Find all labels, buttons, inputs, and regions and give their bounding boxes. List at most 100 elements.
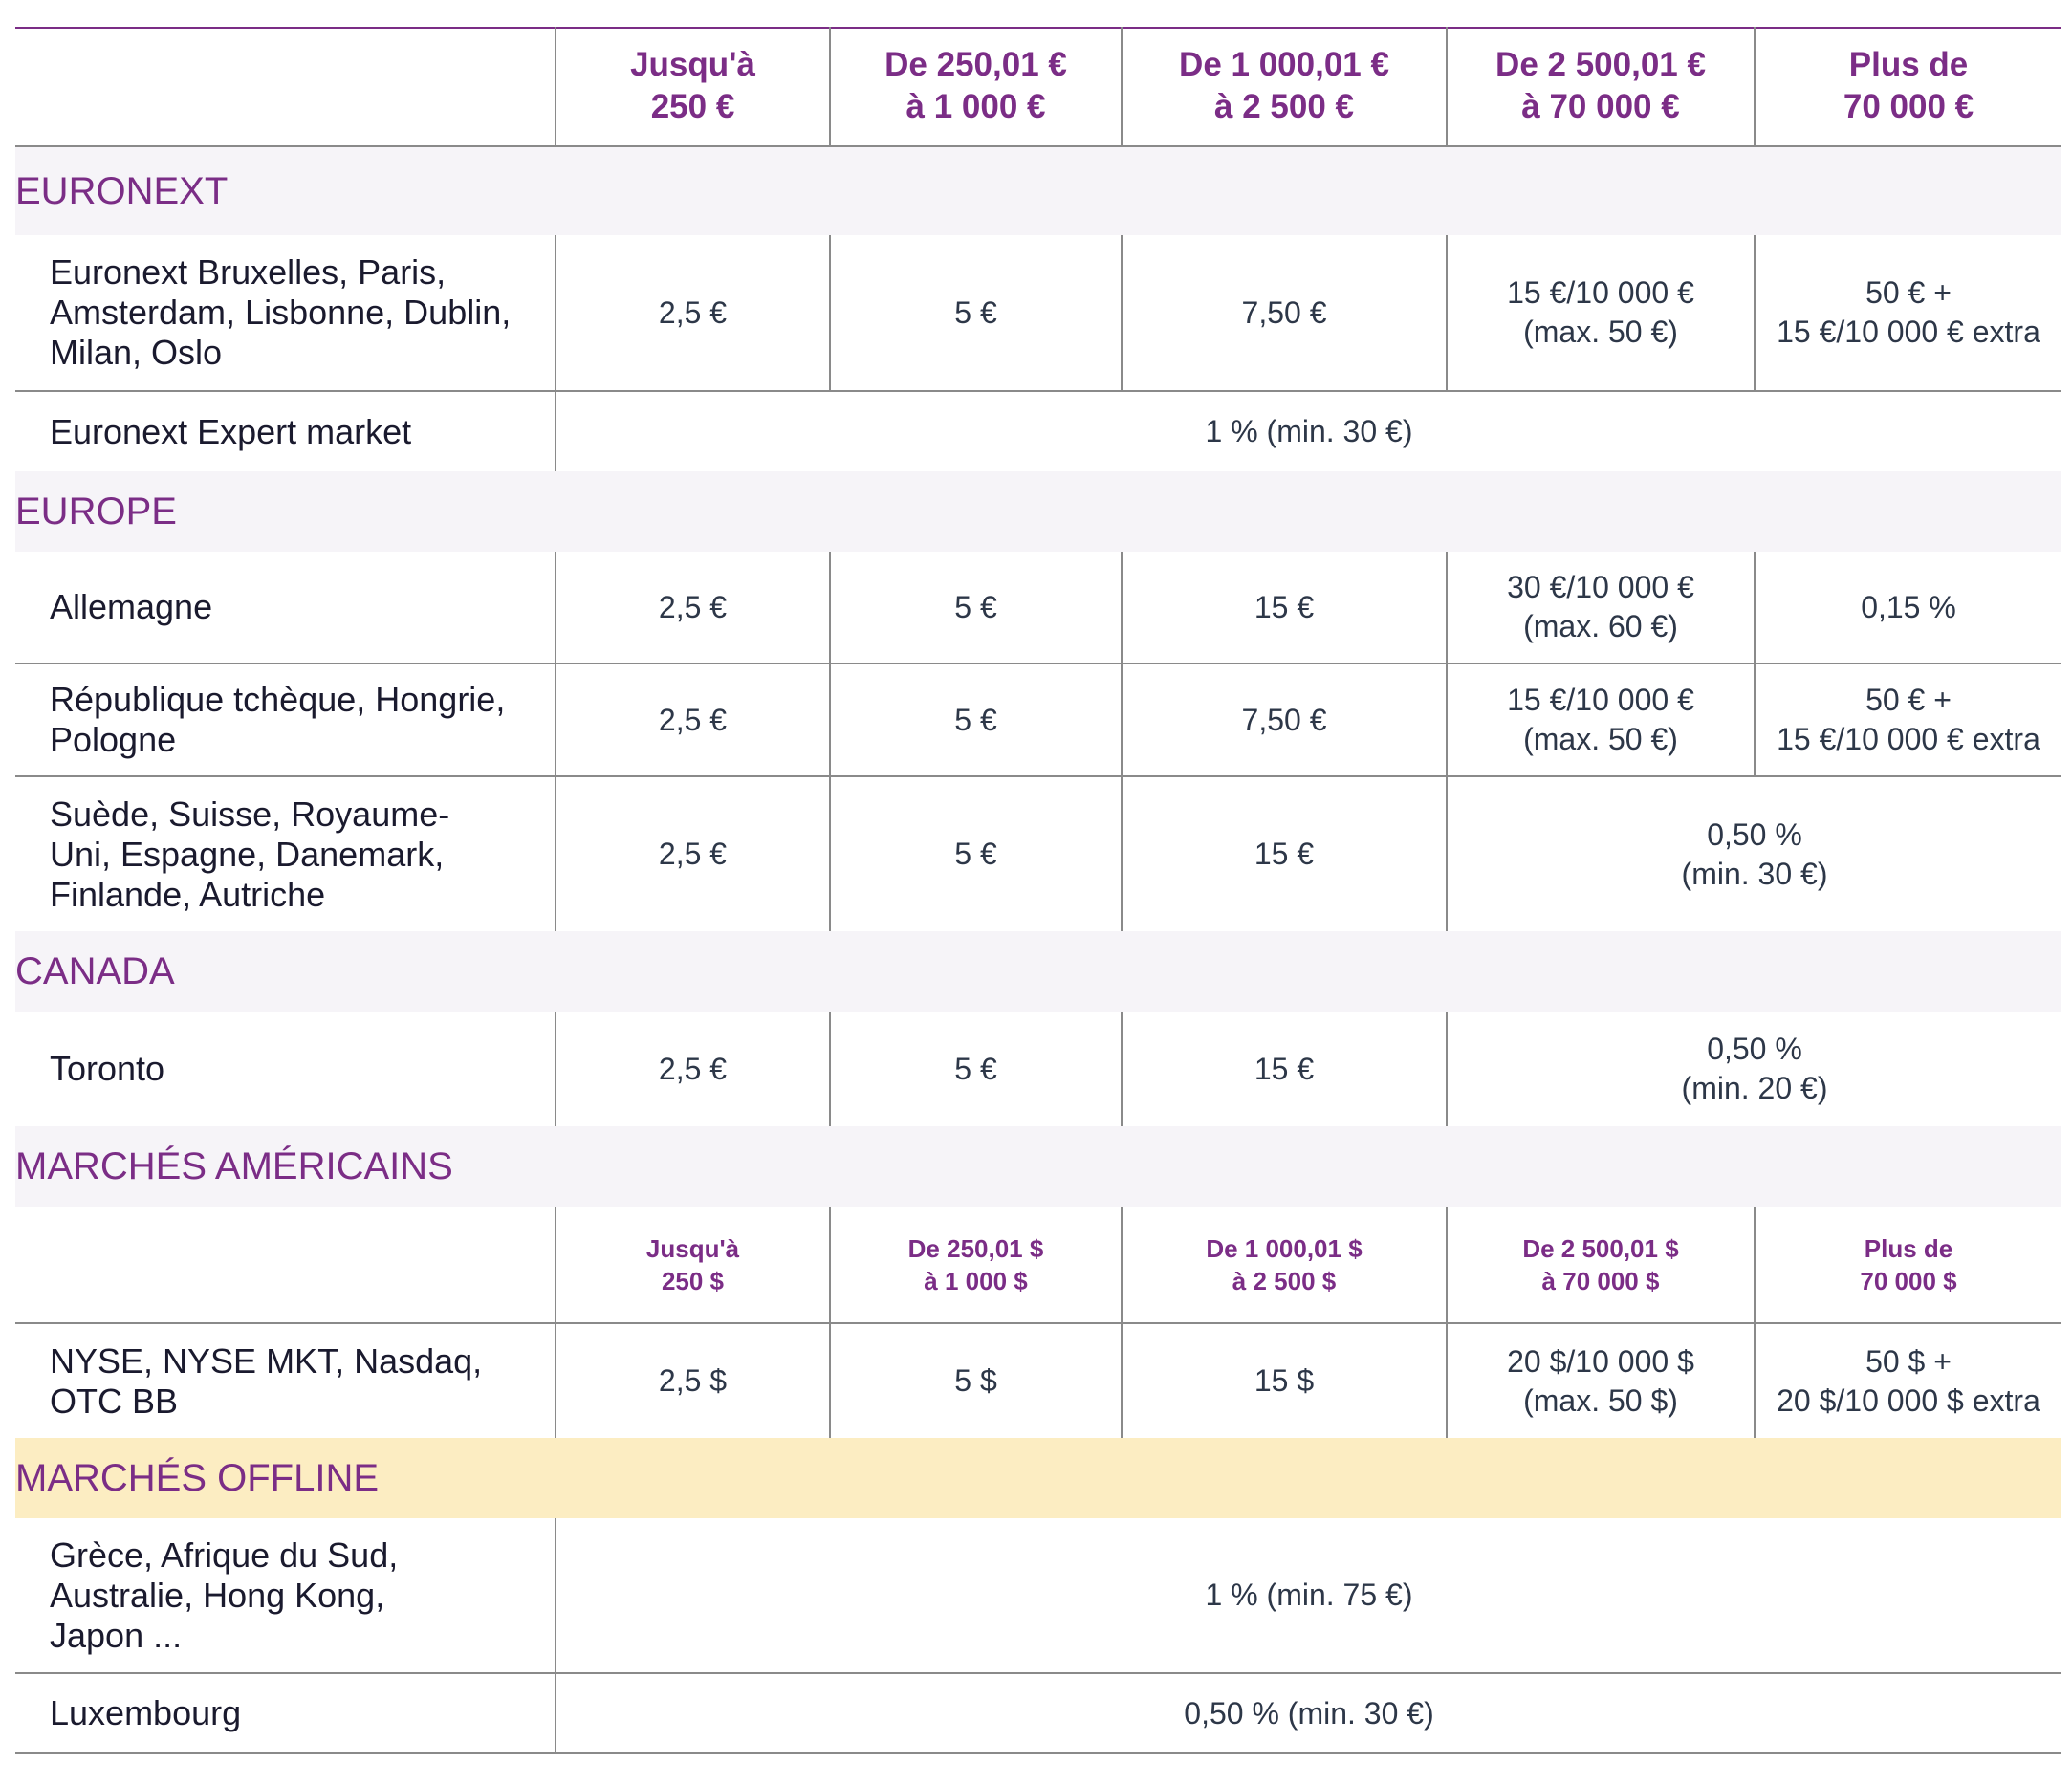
row-label-line: Japon ... (50, 1615, 183, 1655)
section-title-canada: CANADA (15, 931, 2061, 1012)
us-header-line: à 1 000 $ (924, 1266, 1028, 1295)
row-label-luxembourg: Luxembourg (15, 1673, 556, 1754)
table-row-toronto: Toronto 2,5 € 5 € 15 € 0,50 % (min. 20 €… (15, 1012, 2061, 1126)
row-label-europe-nord: Suède, Suisse, Royaume- Uni, Espagne, Da… (15, 776, 556, 931)
fee-cell: 5 € (830, 552, 1123, 664)
section-us: MARCHÉS AMÉRICAINS (15, 1126, 2061, 1207)
us-header-line: Jusqu'à (645, 1233, 740, 1263)
fee-cell-line: 20 $/10 000 $ extra (1777, 1382, 2040, 1418)
fee-cell: 15 € (1122, 776, 1448, 931)
fee-cell: 15 € (1122, 1012, 1448, 1126)
row-label-nyse: NYSE, NYSE MKT, Nasdaq, OTC BB (15, 1323, 556, 1438)
fee-cell-line: 15 €/10 000 € extra (1777, 722, 2040, 756)
us-header-line: à 70 000 $ (1541, 1266, 1660, 1295)
section-euronext: EURONEXT (15, 146, 2061, 235)
fee-cell-merged: 1 % (min. 30 €) (1205, 414, 1413, 448)
fee-cell-line: 20 $/10 000 $ (1507, 1343, 1694, 1379)
fee-cell: 2,5 $ (556, 1323, 831, 1438)
fee-cell: 15 $ (1122, 1323, 1448, 1438)
fee-cell-merged: 0,50 % (min. 30 €) (556, 1673, 2061, 1754)
fee-cell-line: 15 €/10 000 € (1507, 683, 1694, 717)
section-title-offline: MARCHÉS OFFLINE (15, 1438, 2061, 1518)
row-label-line: Suède, Suisse, Royaume- (50, 794, 450, 834)
header-col-2-line-2: à 1 000 € (905, 88, 1046, 125)
us-header-line: 70 000 $ (1860, 1266, 1957, 1295)
fee-cell: 2,5 € (556, 552, 831, 664)
us-header-col-2: De 250,01 $ à 1 000 $ (830, 1207, 1123, 1324)
header-empty-cell (15, 27, 556, 147)
header-col-3-line-2: à 2 500 € (1214, 88, 1354, 125)
fee-cell: 2,5 € (556, 235, 831, 392)
fee-cell-merged: 0,50 % (min. 30 €) (1447, 776, 2061, 931)
table-row-europe-nord: Suède, Suisse, Royaume- Uni, Espagne, Da… (15, 776, 2061, 931)
section-title-euronext: EURONEXT (15, 146, 2061, 235)
fee-cell: 2,5 € (556, 664, 831, 777)
fee-cell: 7,50 € (1122, 235, 1448, 392)
us-header-line: De 1 000,01 $ (1206, 1233, 1363, 1263)
fee-cell-line: (max. 50 $) (1523, 1382, 1678, 1418)
fee-cell: 2,5 € (556, 1012, 831, 1126)
fee-cell-line: 0,50 % (1707, 1032, 1802, 1066)
fee-cell-line: (min. 30 €) (1681, 856, 1828, 891)
header-col-3: De 1 000,01 € à 2 500 € (1122, 27, 1448, 147)
row-label-line: Euronext Bruxelles, Paris, (50, 252, 447, 292)
row-label-euronext-expert: Euronext Expert market (15, 391, 556, 471)
row-label-line: République tchèque, Hongrie, (50, 680, 506, 719)
fee-cell: 5 € (830, 776, 1123, 931)
table-row-allemagne: Allemagne 2,5 € 5 € 15 € 30 €/10 000 € (… (15, 552, 2061, 664)
header-col-2: De 250,01 € à 1 000 € (830, 27, 1123, 147)
fee-cell-line: 50 € + (1865, 683, 1952, 717)
fee-cell-line: 30 €/10 000 € (1507, 570, 1694, 604)
fee-cell: 15 €/10 000 € (max. 50 €) (1447, 235, 1756, 392)
fee-cell: 20 $/10 000 $ (max. 50 $) (1447, 1323, 1756, 1438)
row-label-offline-markets: Grèce, Afrique du Sud, Australie, Hong K… (15, 1518, 556, 1674)
header-row: Jusqu'à 250 € De 250,01 € à 1 000 € De 1… (15, 27, 2061, 147)
section-europe: EUROPE (15, 471, 2061, 552)
table-row-euronext-main: Euronext Bruxelles, Paris, Amsterdam, Li… (15, 235, 2061, 392)
header-col-4: De 2 500,01 € à 70 000 € (1447, 27, 1756, 147)
fee-cell-line: 50 $ + (1865, 1343, 1952, 1379)
us-header-line: 250 $ (661, 1266, 725, 1295)
fee-cell: 5 € (830, 664, 1123, 777)
row-label-line: Milan, Oslo (50, 333, 223, 372)
fee-cell-merged: 1 % (min. 75 €) (556, 1518, 2061, 1674)
header-col-3-line-1: De 1 000,01 € (1179, 46, 1389, 83)
us-header-col-5: Plus de 70 000 $ (1755, 1207, 2061, 1324)
row-label-line: OTC BB (50, 1381, 179, 1421)
fee-cell: 50 € + 15 €/10 000 € extra (1755, 235, 2061, 392)
fee-cell-line: 15 €/10 000 € extra (1777, 315, 2040, 349)
fee-cell-line: (max. 50 €) (1523, 315, 1678, 349)
us-header-col-3: De 1 000,01 $ à 2 500 $ (1122, 1207, 1448, 1324)
header-col-1: Jusqu'à 250 € (556, 27, 831, 147)
header-col-4-line-2: à 70 000 € (1521, 88, 1680, 125)
fee-cell-line: (max. 50 €) (1523, 722, 1678, 756)
fee-cell: 0,15 % (1755, 552, 2061, 664)
section-offline: MARCHÉS OFFLINE (15, 1438, 2061, 1518)
row-label-line: Amsterdam, Lisbonne, Dublin, (50, 293, 512, 332)
us-header-line: Plus de (1864, 1233, 1953, 1263)
fee-cell: 7,50 € (1122, 664, 1448, 777)
header-col-4-line-1: De 2 500,01 € (1495, 46, 1706, 83)
us-header-line: à 2 500 $ (1232, 1266, 1337, 1295)
row-label-line: NYSE, NYSE MKT, Nasdaq, (50, 1340, 483, 1381)
fee-cell-line: (min. 20 €) (1681, 1071, 1828, 1105)
section-title-europe: EUROPE (15, 471, 2061, 552)
row-label-allemagne: Allemagne (15, 552, 556, 664)
fee-cell-line: 15 €/10 000 € (1507, 275, 1694, 310)
fee-cell: 2,5 € (556, 776, 831, 931)
section-canada: CANADA (15, 931, 2061, 1012)
header-col-2-line-1: De 250,01 € (884, 46, 1067, 83)
us-header-col-1: Jusqu'à 250 $ (556, 1207, 831, 1324)
header-col-5: Plus de 70 000 € (1755, 27, 2061, 147)
us-header-line: De 2 500,01 $ (1522, 1233, 1679, 1263)
fee-cell-merged: 0,50 % (min. 20 €) (1447, 1012, 2061, 1126)
row-label-line: Pologne (50, 720, 177, 759)
header-col-5-line-1: Plus de (1848, 46, 1969, 83)
row-label-line: Australie, Hong Kong, (50, 1575, 385, 1615)
fee-cell: 5 $ (830, 1323, 1123, 1438)
us-header-row: Jusqu'à 250 $ De 250,01 $ à 1 000 $ De 1… (15, 1207, 2061, 1324)
fee-cell: 5 € (830, 235, 1123, 392)
fee-cell-line: 0,50 % (1707, 816, 1802, 852)
table-row-nyse: NYSE, NYSE MKT, Nasdaq, OTC BB 2,5 $ 5 $… (15, 1323, 2061, 1438)
header-col-5-line-2: 70 000 € (1843, 88, 1974, 125)
